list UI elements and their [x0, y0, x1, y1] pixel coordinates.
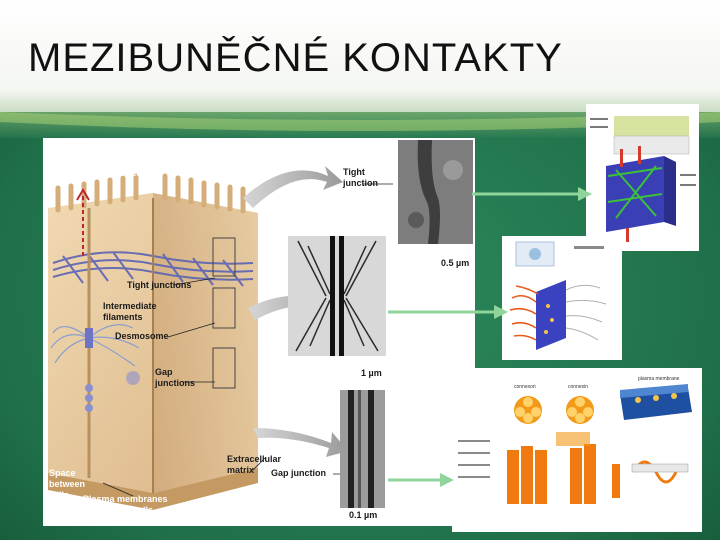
- desmosome-diagram: [502, 236, 622, 360]
- gap-junctions-label: Gap junctions: [155, 367, 195, 388]
- desmosome-micrograph: [288, 236, 386, 356]
- connexin-caption: connexin: [568, 384, 588, 390]
- intermediate-filaments-label: Intermediate filaments: [103, 301, 157, 322]
- cell-junctions-figure: Tight junctions prevent fluid from movin…: [43, 138, 475, 526]
- tight-junction-micrograph: [398, 140, 473, 244]
- gap-junction-micrograph: [340, 390, 385, 508]
- space-between-cells-label: Space between cells: [49, 468, 86, 500]
- plasma-membrane-caption: plasma membrane: [638, 376, 680, 382]
- gap-junction-diagram: connexon connexin plasma membrane: [452, 368, 702, 532]
- slide-title: MEZIBUNĚČNÉ KONTAKTY: [28, 36, 563, 80]
- tight-junctions-label: Tight junctions: [127, 280, 192, 290]
- desmosome-label: Desmosome: [115, 331, 169, 341]
- gap-junction-micrograph-label: Gap junction: [271, 468, 326, 478]
- tight-junction-scale: 0.5 µm: [441, 258, 470, 268]
- tight-junction-note: Tight junctions prevent fluid from movin…: [53, 146, 153, 178]
- tight-junction-diagram: [586, 104, 699, 251]
- tight-junction-micrograph-label: Tight junction: [343, 167, 378, 188]
- plasma-membranes-label: Plasma membranes of adjacent cells: [83, 494, 168, 515]
- connexon-caption: connexon: [514, 384, 536, 390]
- gap-junction-scale: 0.1 µm: [349, 510, 378, 520]
- extracellular-matrix-label: Extracellular matrix: [227, 454, 282, 475]
- desmosome-scale: 1 µm: [361, 368, 382, 378]
